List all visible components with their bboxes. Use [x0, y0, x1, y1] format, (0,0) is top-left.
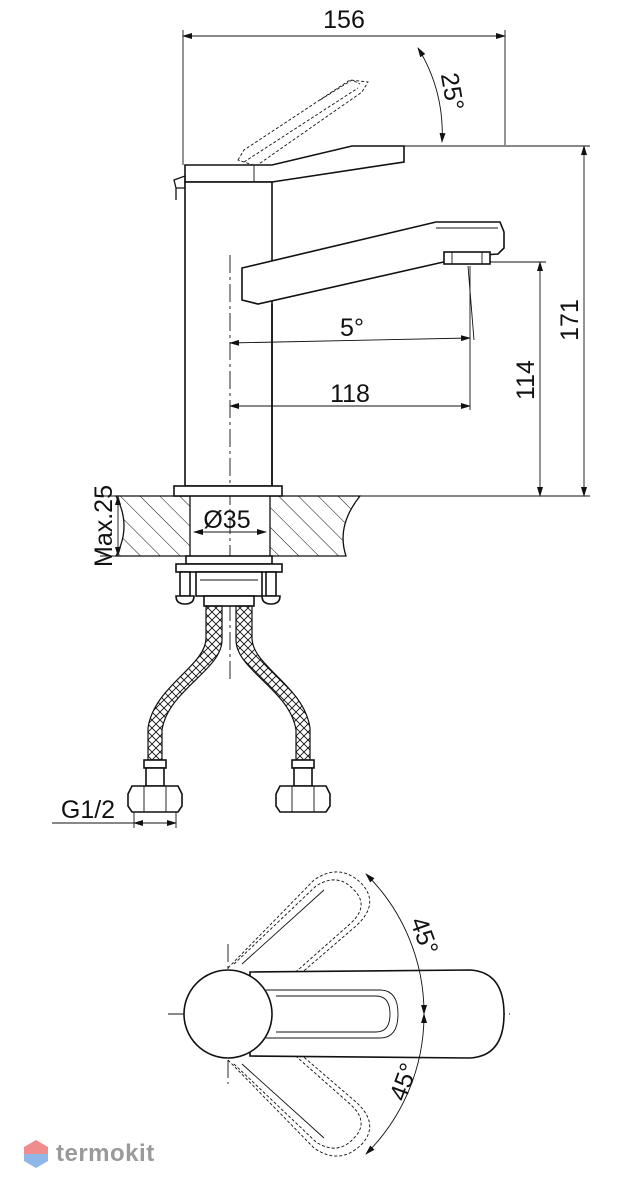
termokit-watermark: termokit — [22, 1138, 155, 1170]
dim-top-angle-lower-label: 45° — [384, 1059, 423, 1104]
side-view: 156 25° — [52, 6, 590, 828]
dim-thread: G1/2 — [52, 796, 177, 828]
mounting-hardware — [175, 555, 283, 607]
dim-top-angle-upper-label: 45° — [404, 913, 443, 958]
dim-spout-angle-label: 5° — [340, 314, 364, 342]
dim-spout-height: 114 — [490, 261, 546, 497]
dim-lever-angle-label: 25° — [435, 71, 469, 113]
countertop-section: Ø35 — [114, 485, 590, 557]
lever-upper-outline — [227, 871, 371, 1001]
dim-total-height: 171 — [404, 145, 590, 497]
dim-thread-label: G1/2 — [61, 796, 115, 824]
dim-max-thickness: Max.25 — [90, 485, 176, 567]
faucet-body — [184, 181, 273, 680]
flexible-hoses — [147, 605, 311, 761]
dim-hole-diameter-label: Ø35 — [203, 506, 250, 534]
faucet-body-top — [183, 969, 273, 1059]
dim-spout-reach-label: 118 — [330, 380, 370, 408]
spout-top — [249, 969, 505, 1059]
dim-total-height-label: 171 — [556, 299, 584, 341]
top-view: 45° 45° — [168, 871, 510, 1157]
dim-max-thickness-label: Max.25 — [90, 485, 118, 567]
spout — [241, 221, 505, 486]
hexagon-logo-icon — [24, 1140, 48, 1168]
dim-spout-reach: 118 — [229, 266, 471, 410]
dim-lever-angle: 25° — [417, 47, 469, 143]
dim-overall-length-label: 156 — [323, 6, 365, 34]
dim-spout-height-label: 114 — [512, 360, 540, 400]
dim-overall-length: 156 — [182, 6, 506, 165]
lever-lower-outline — [227, 1027, 371, 1157]
dim-spout-angle: 5° — [229, 265, 475, 346]
hose-fittings — [127, 759, 331, 813]
watermark-text: termokit — [56, 1140, 155, 1167]
